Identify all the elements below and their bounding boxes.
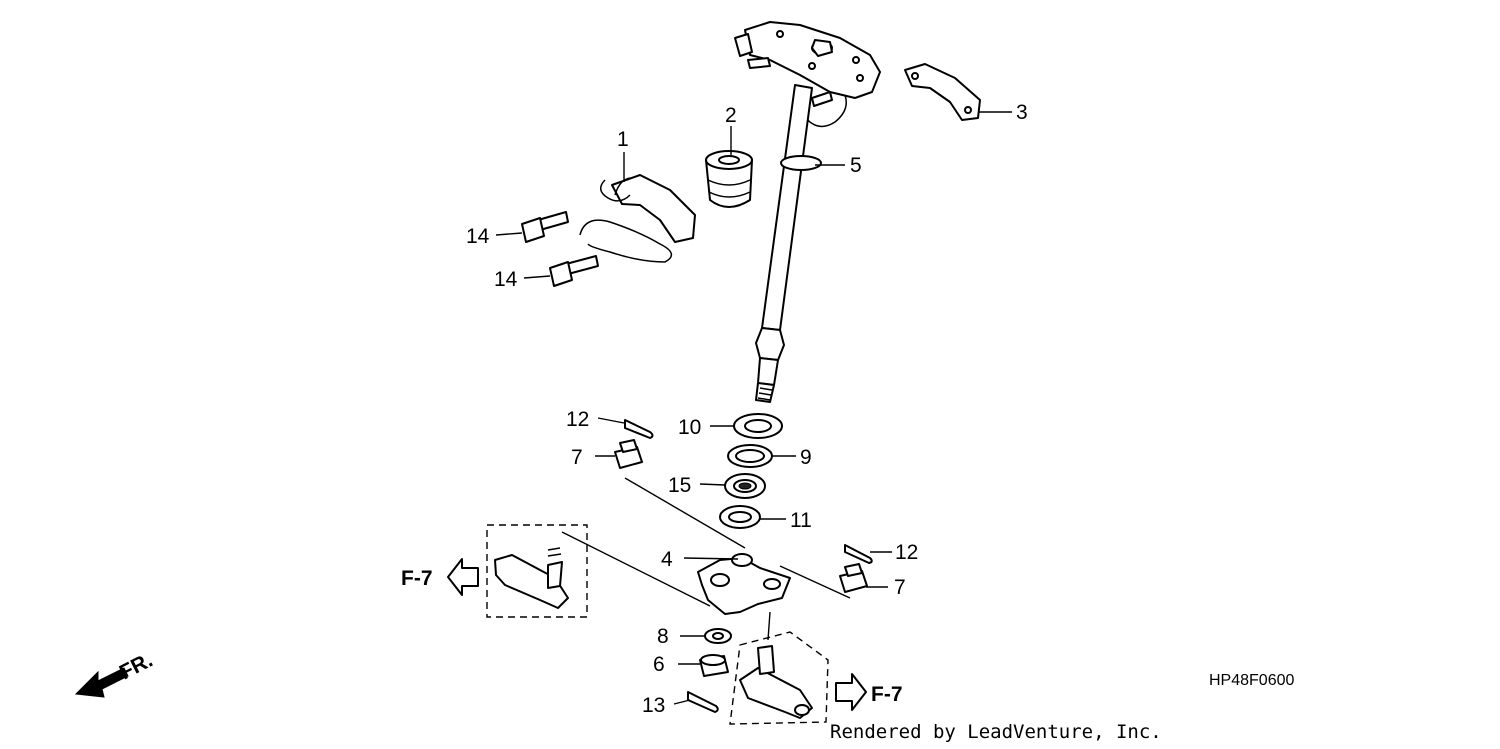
washer-8[interactable] <box>704 628 732 644</box>
callout-10: 10 <box>678 416 701 439</box>
callout-7-right: 7 <box>894 576 906 599</box>
nut-6[interactable] <box>699 654 729 677</box>
ref-label-left: F-7 <box>401 567 433 590</box>
callout-12-upper: 12 <box>566 408 589 431</box>
callout-14-upper: 14 <box>466 225 490 248</box>
callout-9: 9 <box>800 446 812 469</box>
callout-13: 13 <box>642 694 665 717</box>
shaft-holder-lower[interactable] <box>579 174 696 263</box>
steering-bushing[interactable] <box>705 150 753 208</box>
tie-rod-end-left[interactable] <box>486 524 588 618</box>
leader-lines <box>495 111 1012 705</box>
castle-nut-right[interactable] <box>839 563 868 593</box>
callout-2: 2 <box>725 104 737 127</box>
render-credit: Rendered by LeadVenture, Inc. <box>830 721 1162 743</box>
bearing-10[interactable] <box>733 413 783 439</box>
ref-arrow-left[interactable]: F-7 <box>401 558 479 596</box>
bolt-upper[interactable] <box>521 211 569 243</box>
tie-rod-end-right[interactable] <box>729 631 829 725</box>
ref-label-right: F-7 <box>871 683 903 706</box>
callout-1: 1 <box>617 128 629 151</box>
front-direction-arrow-icon: FR. <box>74 649 156 698</box>
steering-shaft[interactable] <box>734 21 881 403</box>
cotter-pin-right[interactable] <box>844 544 873 564</box>
callout-4: 4 <box>661 548 673 571</box>
callout-12-right: 12 <box>895 541 918 564</box>
seal-9[interactable] <box>727 444 773 468</box>
callout-11: 11 <box>790 509 812 532</box>
steering-arm[interactable] <box>697 553 791 615</box>
callout-15: 15 <box>668 474 691 497</box>
seal-11[interactable] <box>719 505 761 529</box>
callout-14-lower: 14 <box>494 268 518 291</box>
ref-arrow-right[interactable]: F-7 <box>835 673 903 711</box>
cotter-pin-lower[interactable] <box>687 691 719 713</box>
bearing-15[interactable] <box>724 473 766 499</box>
shaft-holder[interactable] <box>904 63 981 121</box>
bolt-lower[interactable] <box>549 255 599 287</box>
callout-8: 8 <box>657 625 669 648</box>
callout-5: 5 <box>850 154 862 177</box>
castle-nut-left[interactable] <box>614 439 643 469</box>
callout-7-left: 7 <box>571 446 583 469</box>
callout-3: 3 <box>1016 101 1028 124</box>
cotter-pin-upper[interactable] <box>624 419 654 439</box>
diagram-code: HP48F0600 <box>1209 672 1294 689</box>
callout-6: 6 <box>653 653 665 676</box>
